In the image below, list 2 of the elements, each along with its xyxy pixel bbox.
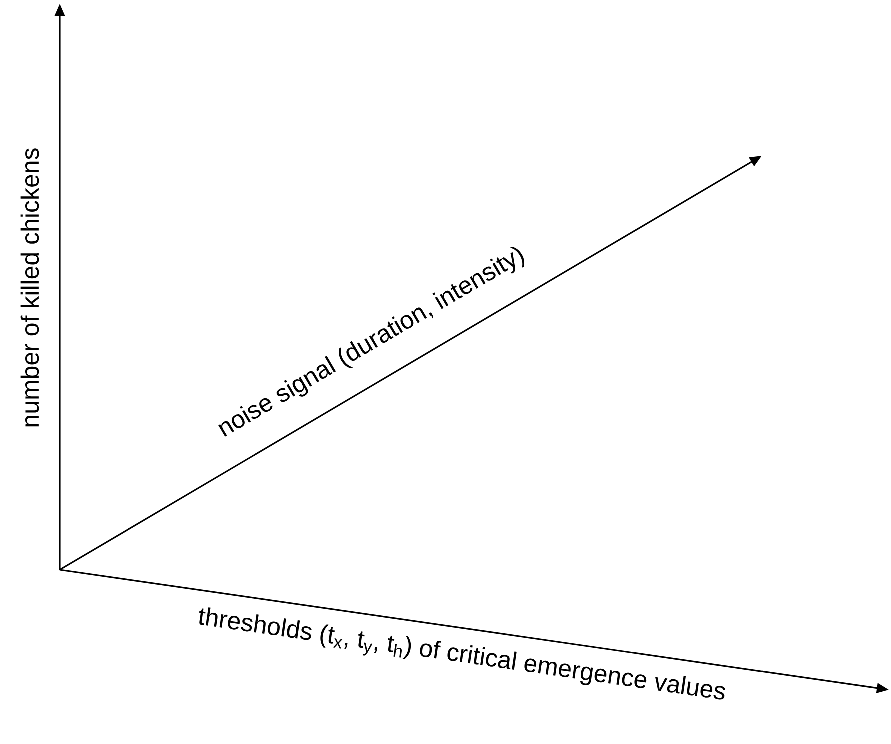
- axis-label: thresholds (t$_{x}$, t$_{y}$, t$_{h}$) of critical emergence values: [199, 608, 726, 700]
- axis-label: number of killed chickens: [20, 148, 40, 427]
